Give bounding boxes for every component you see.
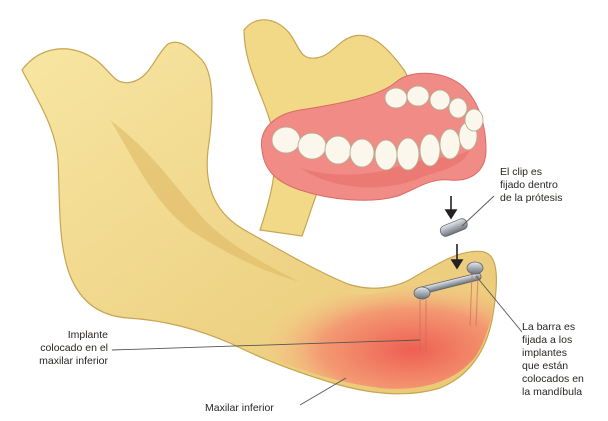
bar-label-line: colocados en [522, 373, 584, 386]
implant-label-line: colocado en el [12, 342, 108, 355]
jaw-label: Maxilar inferior [205, 402, 274, 415]
bar-label: La barra es fijada a los implantes que e… [522, 321, 584, 399]
clip-label: El clip es fijado dentro de la prótesis [500, 166, 562, 205]
clip-label-line: El clip es [500, 166, 562, 179]
implant-label-line: maxilar inferior [12, 355, 108, 368]
lower-gum [196, 251, 496, 389]
clip [439, 217, 469, 238]
clip-label-line: fijado dentro [500, 179, 562, 192]
bar-label-line: La barra es [522, 321, 584, 334]
bar-label-line: fijada a los [522, 334, 584, 347]
bar-label-line: la mandíbula [522, 386, 584, 399]
implant-label: Implante colocado en el maxilar inferior [12, 329, 108, 368]
bar-label-line: implantes [522, 347, 584, 360]
implant-label-line: Implante [12, 329, 108, 342]
jaw-label-line: Maxilar inferior [205, 402, 274, 415]
bar-label-line: que están [522, 360, 584, 373]
clip-label-line: de la prótesis [500, 192, 562, 205]
